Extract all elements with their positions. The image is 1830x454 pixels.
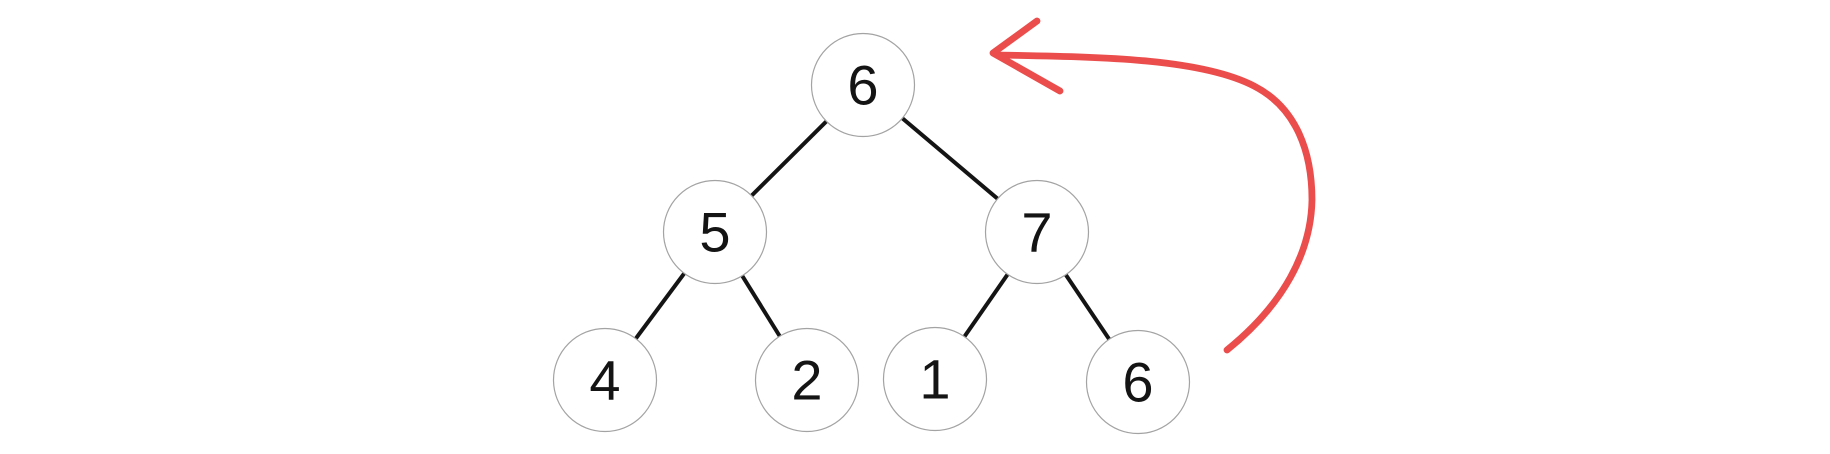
tree-node-circle — [1085, 329, 1191, 435]
tree-node-circle — [552, 327, 658, 433]
tree-node-label: 5 — [699, 201, 730, 264]
tree-node-circle — [882, 326, 988, 432]
tree-node-label: 7 — [1021, 201, 1052, 264]
tree-node-label: 6 — [1122, 351, 1153, 414]
tree-node-label: 4 — [589, 349, 620, 412]
tree-node-circle — [662, 179, 768, 285]
tree-node-circle — [984, 179, 1090, 285]
tree-node-circle — [810, 32, 916, 138]
annotation-arrow-head-icon — [989, 17, 1064, 95]
tree-node-label: 1 — [919, 348, 950, 411]
tree-node-label: 6 — [847, 54, 878, 117]
annotation-arrow-shaft — [993, 51, 1316, 354]
tree-node-label: 2 — [791, 349, 822, 412]
tree-node-circle — [754, 327, 860, 433]
